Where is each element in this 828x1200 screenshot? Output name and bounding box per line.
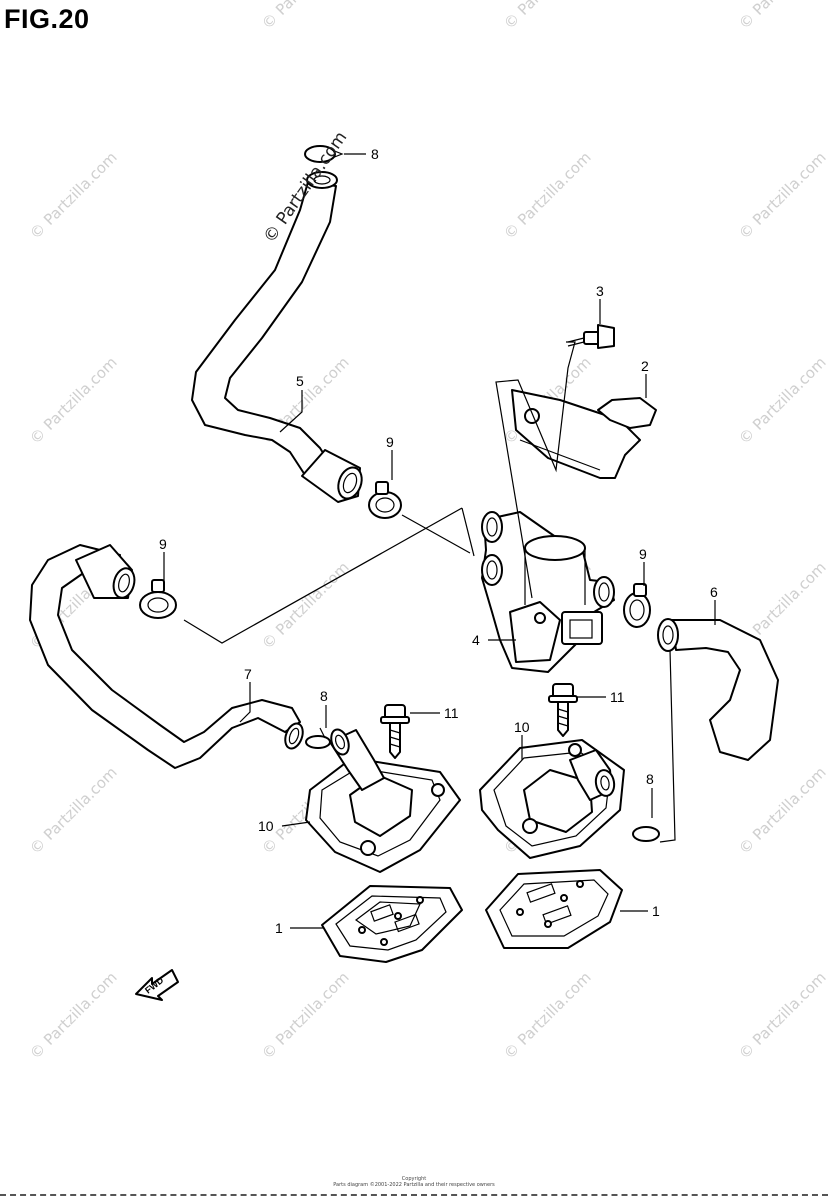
callout-8: 8 — [371, 146, 379, 162]
clamp-9-right — [623, 583, 651, 628]
watermark: © Partzilla.com — [735, 763, 828, 858]
callout-10: 10 — [514, 719, 530, 735]
hose-5 — [191, 171, 363, 503]
watermark: © Partzilla.com — [500, 0, 595, 33]
hose-6 — [657, 618, 779, 761]
bolt-11-right — [548, 683, 578, 737]
watermark: © Partzilla.com — [735, 0, 828, 33]
bolt-11-left — [380, 704, 410, 759]
watermark: © Partzilla.com — [735, 148, 828, 243]
callout-11: 11 — [444, 705, 459, 721]
callout-6: 6 — [710, 584, 718, 600]
cover-10-right — [479, 739, 625, 859]
footer-line-1: Copyright — [401, 1176, 427, 1182]
watermark: © Partzilla.com — [735, 968, 828, 1063]
copyright-footer: Copyright Parts diagram ©2001-2022 Partz… — [300, 1176, 528, 1188]
watermark: © Partzilla.com — [26, 353, 121, 448]
clip-8-mid — [305, 727, 331, 749]
callout-9: 9 — [159, 536, 167, 552]
callout-labels: 8 3 2 5 9 9 9 6 4 7 8 11 11 10 10 8 1 1 — [159, 146, 718, 936]
callout-4: 4 — [472, 632, 480, 648]
callout-1: 1 — [652, 903, 660, 919]
reed-plate-1-right — [485, 869, 623, 949]
bracket-2 — [511, 389, 657, 479]
hose-7 — [29, 544, 304, 769]
leader-lines — [163, 153, 716, 929]
watermark: © Partzilla.com — [500, 968, 595, 1063]
bottom-divider — [0, 1194, 828, 1196]
figure-title: FIG.20 — [4, 4, 90, 34]
watermark: © Partzilla.com — [258, 968, 353, 1063]
fwd-arrow-icon: FWD — [135, 969, 179, 1001]
callout-9: 9 — [639, 546, 647, 562]
callout-9: 9 — [386, 434, 394, 450]
watermark: © Partzilla.com — [735, 353, 828, 448]
clamp-9-upper — [368, 481, 402, 519]
callout-2: 2 — [641, 358, 649, 374]
watermark: © Partzilla.com — [26, 968, 121, 1063]
clamp-9-left — [139, 579, 177, 619]
footer-line-2: Parts diagram ©2001-2022 Partzilla and t… — [333, 1182, 495, 1188]
cover-10-left — [305, 728, 461, 873]
callout-10: 10 — [258, 818, 274, 834]
valve-4 — [481, 511, 615, 673]
callout-3: 3 — [596, 283, 604, 299]
callout-5: 5 — [296, 373, 304, 389]
reed-plate-1-left — [321, 885, 463, 963]
clip-8-top — [304, 145, 344, 163]
callout-11: 11 — [610, 689, 625, 705]
clip-8-right — [632, 826, 660, 842]
watermark: © Partzilla.com — [258, 0, 353, 33]
callout-7: 7 — [244, 666, 252, 682]
callout-1: 1 — [275, 920, 283, 936]
watermark: © Partzilla.com — [258, 558, 353, 653]
bolt-3 — [567, 324, 615, 349]
watermark: © Partzilla.com — [500, 148, 595, 243]
watermark: © Partzilla.com — [26, 763, 121, 858]
callout-8: 8 — [320, 688, 328, 704]
callout-8: 8 — [646, 771, 654, 787]
watermark: © Partzilla.com — [26, 148, 121, 243]
